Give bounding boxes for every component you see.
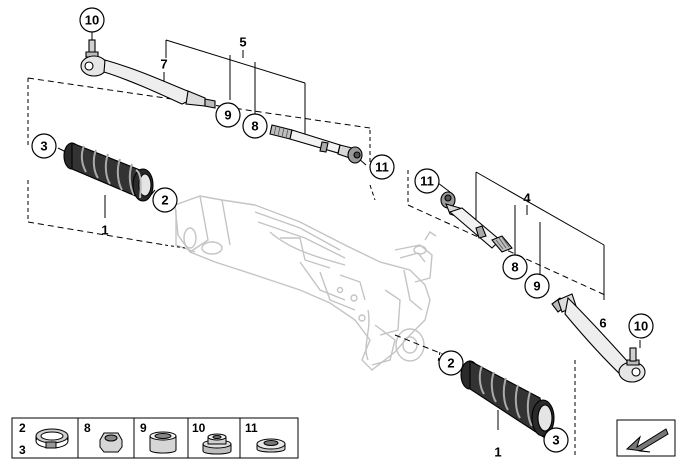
parts-legend: 2 3 8 9 <box>11 417 299 459</box>
legend-item-10[interactable]: 10 <box>192 421 232 455</box>
svg-text:10: 10 <box>85 13 99 28</box>
assembly-frame-right <box>394 170 606 455</box>
svg-text:11: 11 <box>375 160 389 175</box>
callout-boot-right[interactable]: 3 <box>543 427 569 453</box>
svg-text:10: 10 <box>192 421 206 435</box>
svg-text:9: 9 <box>224 108 231 123</box>
legend-item-8[interactable]: 8 <box>84 421 123 453</box>
callout-tie-rod-end-right[interactable]: 10 <box>628 313 654 339</box>
svg-text:9: 9 <box>533 279 540 294</box>
callout-tie-rod-end-left[interactable]: 10 <box>79 7 105 33</box>
callout-clamp-left[interactable]: 2 <box>152 187 178 213</box>
clamp-icon <box>35 428 69 449</box>
label-boot-left-1: 1 <box>101 223 108 238</box>
legend-item-9[interactable]: 9 <box>140 421 177 454</box>
svg-text:8: 8 <box>511 260 518 275</box>
svg-text:8: 8 <box>84 421 91 435</box>
tie-rod-end-right <box>551 293 646 383</box>
svg-text:10: 10 <box>634 319 648 334</box>
inner-tie-rod-left <box>269 124 363 164</box>
callout-inner-rod-left[interactable]: 11 <box>369 154 395 180</box>
svg-text:2: 2 <box>161 193 168 208</box>
svg-text:3: 3 <box>19 443 26 457</box>
callout-nut-8-top[interactable]: 8 <box>242 113 268 139</box>
direction-indicator[interactable] <box>616 419 676 457</box>
tie-rod-end-left <box>80 39 216 109</box>
svg-text:2: 2 <box>19 421 26 435</box>
arrow-icon <box>625 428 669 453</box>
callout-nut-9-right[interactable]: 9 <box>524 273 550 299</box>
leader-lines <box>57 32 641 437</box>
callout-clamp-right[interactable]: 2 <box>438 350 464 376</box>
callout-boot-left[interactable]: 3 <box>31 133 57 159</box>
callout-inner-rod-right[interactable]: 11 <box>414 168 440 194</box>
hex-nut-icon <box>99 432 123 453</box>
callout-nut-8-right[interactable]: 8 <box>502 254 528 280</box>
flange-nut-icon <box>256 438 286 453</box>
svg-text:11: 11 <box>420 174 434 189</box>
steering-rack-ghost <box>174 195 437 371</box>
svg-text:9: 9 <box>140 421 147 435</box>
collar-nut-icon <box>202 433 232 455</box>
label-assembly-4: 4 <box>523 191 531 206</box>
svg-text:3: 3 <box>40 139 47 154</box>
label-assembly-5: 5 <box>239 35 246 50</box>
sleeve-icon <box>149 431 177 454</box>
legend-item-clamp[interactable]: 2 3 <box>19 421 69 457</box>
svg-text:11: 11 <box>245 421 258 435</box>
label-tie-rod-end-7: 7 <box>160 57 167 72</box>
boot-left <box>63 142 154 202</box>
boot-right <box>460 360 555 442</box>
inner-tie-rod-right <box>440 191 513 253</box>
svg-text:8: 8 <box>251 119 258 134</box>
legend-item-11[interactable]: 11 <box>245 421 286 453</box>
label-tie-rod-end-6: 6 <box>599 316 606 331</box>
svg-text:3: 3 <box>552 433 559 448</box>
svg-text:2: 2 <box>447 356 454 371</box>
callout-nut-9-top[interactable]: 9 <box>215 102 241 128</box>
label-boot-right-1: 1 <box>494 445 501 460</box>
